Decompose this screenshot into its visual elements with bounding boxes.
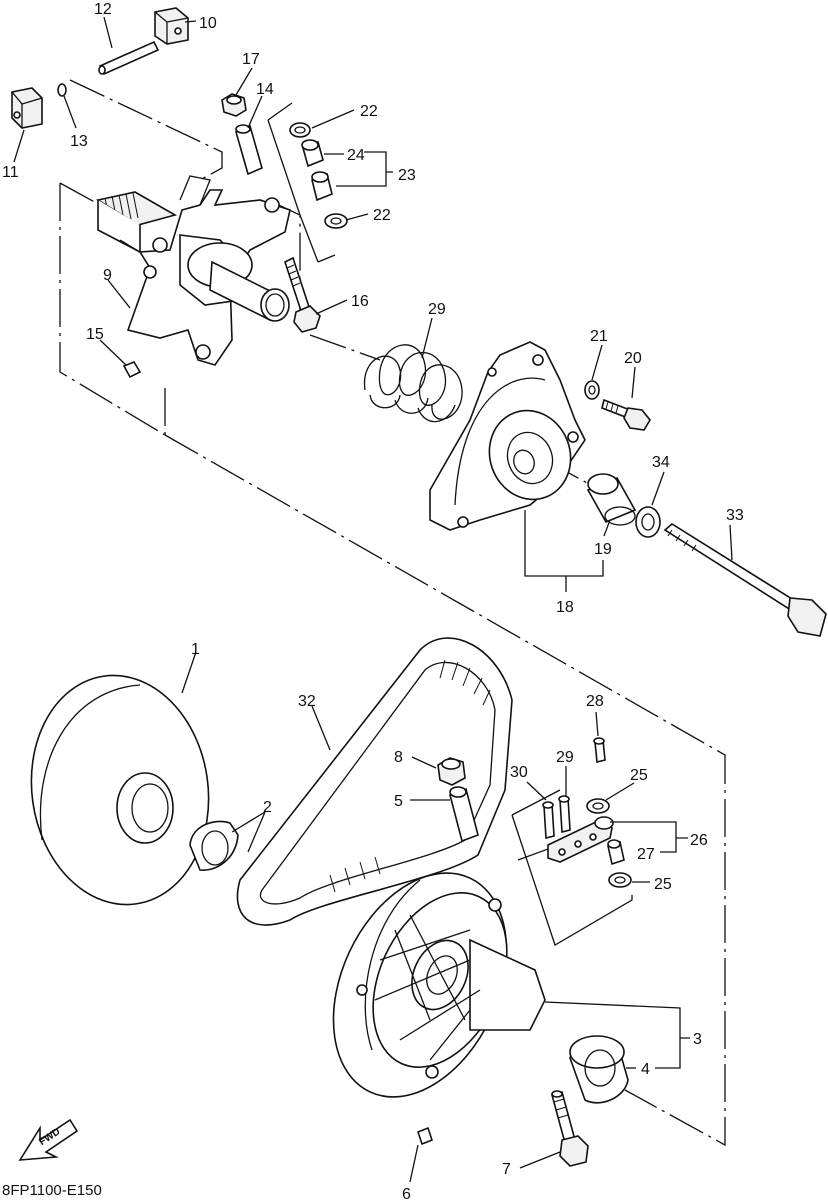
- part-19-bushing: [586, 473, 637, 526]
- label-part-7: 7: [502, 1161, 511, 1178]
- part-11-slider: [11, 87, 43, 129]
- part-24-bushing-bottom: [311, 171, 333, 202]
- label-part-5: 5: [394, 793, 403, 810]
- part-8-nut: [437, 757, 466, 786]
- label-part-15: 15: [86, 326, 104, 343]
- part-25-washer-bottom: [608, 872, 632, 888]
- label-part-11: 11: [2, 164, 19, 181]
- label-part-20: 20: [624, 350, 642, 367]
- label-part-32: 32: [298, 693, 316, 710]
- label-part-27: 27: [637, 846, 655, 863]
- part-22-washer-bottom: [324, 213, 348, 229]
- label-part-22-bottom: 22: [373, 207, 391, 224]
- part-29-screw: [558, 795, 571, 834]
- label-part-25-top: 25: [630, 767, 648, 784]
- label-part-24: 24: [347, 147, 365, 164]
- part-2-bushing: [189, 820, 239, 871]
- label-part-29: 29: [556, 749, 574, 766]
- label-part-31: 29: [428, 301, 446, 318]
- bracket-22-24: [267, 102, 336, 263]
- label-part-23: 23: [398, 167, 416, 184]
- part-18-cover: [429, 341, 586, 531]
- part-17-nut: [221, 93, 247, 117]
- part-28-screw: [593, 737, 606, 764]
- label-part-26: 26: [690, 832, 708, 849]
- part-21-washer: [584, 380, 600, 400]
- part-24-bushing-top: [301, 139, 324, 168]
- label-part-12: 12: [94, 1, 112, 18]
- bracket-weight-set: [511, 789, 633, 946]
- label-part-1: 1: [191, 641, 200, 658]
- part-10-slider: [154, 7, 189, 45]
- part-labels: 12 10 11 13 17 14 22 24 23 22 9 16 29 15…: [2, 1, 744, 1201]
- part-15-pin: [122, 361, 142, 379]
- label-part-2: 2: [263, 799, 272, 816]
- label-part-6: 6: [402, 1186, 411, 1201]
- leader-lines: [13, 16, 733, 1183]
- fwd-arrow-icon: FWD: [18, 1118, 79, 1161]
- label-part-13: 13: [70, 133, 88, 150]
- label-part-21: 21: [590, 328, 608, 345]
- part-6-pin: [417, 1126, 433, 1146]
- part-5-collar: [449, 786, 479, 843]
- label-part-34: 34: [652, 454, 670, 471]
- label-part-30: 30: [510, 764, 528, 781]
- part-20-bolt: [601, 398, 651, 431]
- part-14-collar: [235, 124, 263, 176]
- label-part-19: 19: [594, 541, 612, 558]
- label-part-8: 8: [394, 749, 403, 766]
- label-part-25-bottom: 25: [654, 876, 672, 893]
- part-7-bolt: [551, 1090, 589, 1167]
- part-33-bolt: [663, 523, 827, 637]
- label-part-18: 18: [556, 599, 574, 616]
- label-part-3: 3: [693, 1031, 702, 1048]
- label-part-14: 14: [256, 81, 274, 98]
- label-part-4: 4: [641, 1061, 650, 1078]
- label-part-9: 9: [103, 267, 112, 284]
- part-30-screw: [542, 801, 555, 840]
- part-1-sheave: [30, 674, 210, 906]
- part-16-bolt: [284, 256, 321, 333]
- label-part-16: 16: [351, 293, 369, 310]
- label-part-10: 10: [199, 15, 217, 32]
- part-26-weight: [547, 816, 614, 863]
- label-part-17: 17: [242, 51, 260, 68]
- part-32-belt: [236, 637, 513, 926]
- part-25-washer-top: [586, 798, 610, 814]
- label-part-33: 33: [726, 507, 744, 524]
- label-part-28: 28: [586, 693, 604, 710]
- part-3-sheave: [332, 872, 546, 1098]
- part-22-washer-top: [289, 122, 311, 138]
- label-part-22-top: 22: [360, 103, 378, 120]
- part-9-spider: [95, 175, 291, 366]
- diagram-code: 8FP1100-E150: [2, 1182, 102, 1199]
- part-13-oring: [57, 83, 67, 97]
- part-4-bushing: [569, 1035, 629, 1104]
- part-27-bushing: [607, 839, 625, 866]
- part-12-pin: [98, 40, 160, 76]
- part-31-spring: [363, 344, 463, 423]
- part-34-washer: [635, 506, 661, 538]
